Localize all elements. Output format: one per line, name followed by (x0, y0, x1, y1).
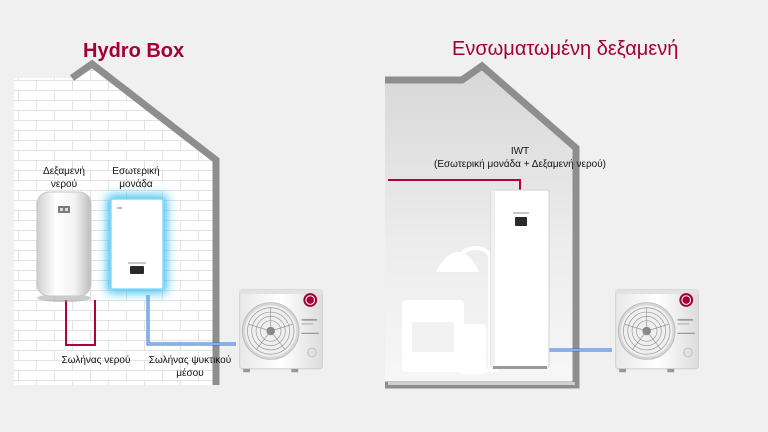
indoor-unit-label: Εσωτερική μονάδα (112, 166, 160, 190)
outdoor-unit-left (239, 289, 323, 373)
armchair (402, 300, 486, 374)
water-tank-label: Δεξαμενή νερού (43, 166, 85, 190)
water-pipe-left (65, 300, 96, 346)
floor-lamp (436, 245, 498, 372)
iwt-unit (490, 189, 550, 369)
left-title: Hydro Box (83, 40, 185, 62)
outdoor-unit-right (615, 289, 699, 373)
water-pipe-label: Σωλήνας νερού (61, 355, 131, 366)
refrigerant-pipe-label: Σωλήνας ψυκτικού μέσου (148, 355, 232, 379)
indoor-unit-hydro-box (107, 195, 167, 293)
right-title: Ενσωματωμένη δεξαμενή (452, 38, 679, 60)
left-pipes (65, 295, 236, 346)
water-pipe-right (388, 179, 521, 192)
right-pipes (388, 179, 612, 352)
iwt-label: IWT (Εσωτερική μονάδα + Δεξαμενή νερού) (434, 146, 606, 170)
water-tank (36, 191, 92, 302)
